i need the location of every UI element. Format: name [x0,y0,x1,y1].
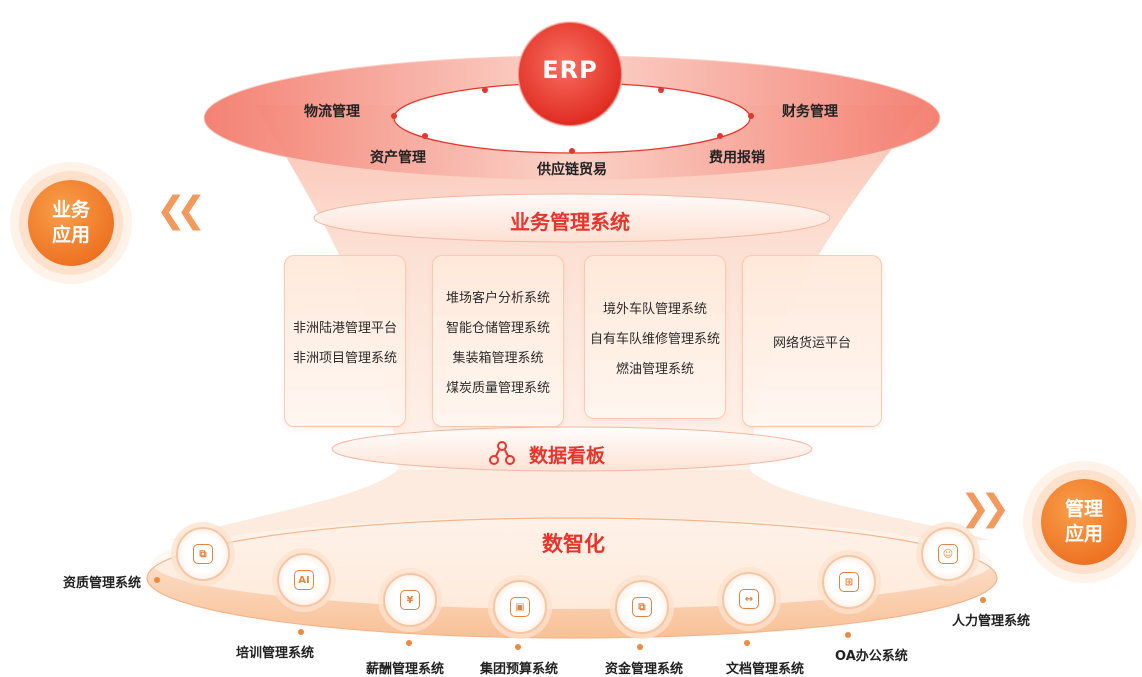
budget-icon: ▣ [493,580,547,634]
management-application-bubble: 管理 应用 [1032,470,1136,574]
module-expense: 费用报销 [709,150,765,166]
business-card-africa: 非洲陆港管理平台 非洲项目管理系统 [284,255,406,427]
card-item: 非洲陆港管理平台 [292,320,397,336]
system-label-training: 培训管理系统 [236,646,315,661]
double-chevron-right-icon: ❯❯ [960,488,1010,529]
card-item: 燃油管理系统 [615,361,694,377]
money-icon: ¥ [383,573,437,627]
double-chevron-left-icon: ❮❮ [156,190,206,231]
card-item: 自有车队维修管理系统 [589,331,720,347]
connector-dot [569,148,575,154]
system-label-qualification: 资质管理系统 [63,576,142,591]
connector-dot [658,87,664,93]
bubble-line: 应用 [1064,523,1103,545]
digital-title: 数智化 [542,532,605,556]
module-finance: 财务管理 [782,104,838,120]
document-icon: ↔ [722,572,776,626]
system-label-oa: OA办公系统 [835,649,908,664]
card-item: 智能仓储管理系统 [445,320,550,336]
office-icon: ⊞ [822,555,876,609]
system-label-salary: 薪酬管理系统 [366,662,445,677]
card-item: 堆场客户分析系统 [445,290,550,306]
business-card-freight: 网络货运平台 [742,255,882,427]
card-item: 煤炭质量管理系统 [445,380,550,396]
system-label-document: 文档管理系统 [726,662,805,677]
connector-dot [744,640,750,646]
connector-dot [406,640,412,646]
connector-dot [482,87,488,93]
connector-dot [422,133,428,139]
business-system-title: 业务管理系统 [510,210,630,234]
card-item: 境外车队管理系统 [602,301,707,317]
business-application-bubble: 业务 应用 [19,171,123,275]
card-item: 网络货运平台 [772,335,851,351]
erp-title: ERP [542,56,598,84]
business-card-yard: 堆场客户分析系统 智能仓储管理系统 集装箱管理系统 煤炭质量管理系统 [432,255,564,427]
module-logistics: 物流管理 [304,104,360,120]
connector-dot [154,577,160,583]
connector-dot [515,644,521,650]
connector-dot [845,632,851,638]
bubble-line: 应用 [51,224,90,246]
connector-dot [717,133,723,139]
module-supply-chain: 供应链贸易 [537,162,607,178]
dashboard-title: 数据看板 [529,445,606,467]
business-card-fleet: 境外车队管理系统 自有车队维修管理系统 燃油管理系统 [584,255,726,419]
card-item: 非洲项目管理系统 [292,350,397,366]
bubble-line: 管理 [1064,498,1103,520]
connector-dot [298,629,304,635]
connector-dot [980,597,986,603]
copy-icon: ⧉ [615,580,669,634]
card-item: 集装箱管理系统 [452,350,544,366]
copy-icon: ⧉ [176,527,230,581]
connector-dot [391,113,397,119]
system-label-funds: 资金管理系统 [605,662,684,677]
module-assets: 资产管理 [370,150,426,166]
system-label-budget: 集团预算系统 [480,662,559,677]
bubble-line: 业务 [51,199,90,221]
ai-icon: AI [277,553,331,607]
connector-dot [637,644,643,650]
connector-dot [748,113,754,119]
system-label-hr: 人力管理系统 [952,614,1031,629]
user-scan-icon: ☺ [921,527,975,581]
